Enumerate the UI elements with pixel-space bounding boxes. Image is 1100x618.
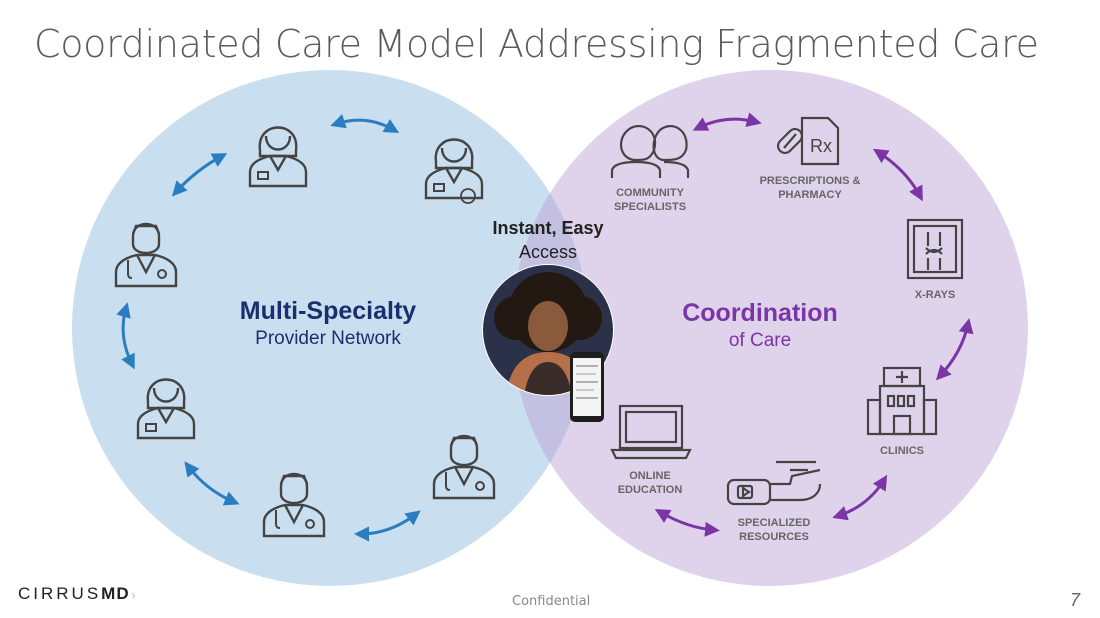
- logo-text-bold: MD: [101, 584, 130, 603]
- page-number: 7: [1070, 590, 1081, 610]
- purple-double-arrow: [935, 318, 974, 381]
- center-label-line2: Access: [519, 242, 577, 262]
- blue-double-arrow: [354, 510, 421, 542]
- blue-double-arrow: [330, 114, 400, 133]
- left-circle-subheading: Provider Network: [255, 328, 401, 349]
- prescription-pill-icon: Rx: [776, 116, 840, 166]
- x-ray-icon: [906, 218, 964, 280]
- brain-icon: [460, 188, 476, 204]
- blue-double-arrow: [171, 153, 228, 197]
- online-education-label: ONLINE: [629, 470, 671, 482]
- logo-text-light: CIRRUS: [18, 584, 102, 603]
- clinics-label: CLINICS: [880, 445, 924, 457]
- purple-double-arrow: [872, 148, 923, 202]
- specialized-resources-label: RESOURCES: [739, 531, 809, 543]
- community-specialists-label: SPECIALISTS: [614, 201, 686, 213]
- purple-double-arrow: [832, 474, 888, 521]
- right-circle-heading: Coordination: [682, 299, 838, 327]
- community-specialists-icon: [610, 125, 690, 178]
- specialized-resources-label: SPECIALIZED: [738, 517, 811, 529]
- patient-photo: [482, 264, 614, 396]
- pharmacy-label: PHARMACY: [778, 189, 842, 201]
- center-label-line1: Instant, Easy: [492, 218, 603, 238]
- blue-double-arrow: [116, 302, 135, 370]
- logo-chevron-icon: ›: [131, 588, 139, 602]
- confidential-label: Confidential: [512, 594, 591, 609]
- purple-double-arrow: [692, 112, 762, 131]
- right-circle-subheading: of Care: [729, 330, 791, 351]
- clinic-building-icon: [866, 366, 938, 436]
- pharmacy-label: PRESCRIPTIONS &: [760, 175, 861, 187]
- x-rays-label: X-RAYS: [915, 289, 956, 301]
- smartphone-icon: [570, 352, 604, 422]
- online-education-label: EDUCATION: [618, 484, 683, 496]
- purple-double-arrow: [654, 509, 720, 537]
- left-circle-heading: Multi-Specialty: [240, 297, 417, 325]
- laptop-icon: [610, 404, 692, 460]
- cirrusmd-logo: CIRRUSMD›: [18, 584, 139, 604]
- wearable-device-icon: [726, 460, 822, 506]
- svg-text:Rx: Rx: [810, 136, 832, 156]
- community-specialists-label: COMMUNITY: [616, 187, 684, 199]
- blue-double-arrow: [184, 461, 240, 506]
- slide-title: Coordinated Care Model Addressing Fragme…: [34, 22, 1039, 66]
